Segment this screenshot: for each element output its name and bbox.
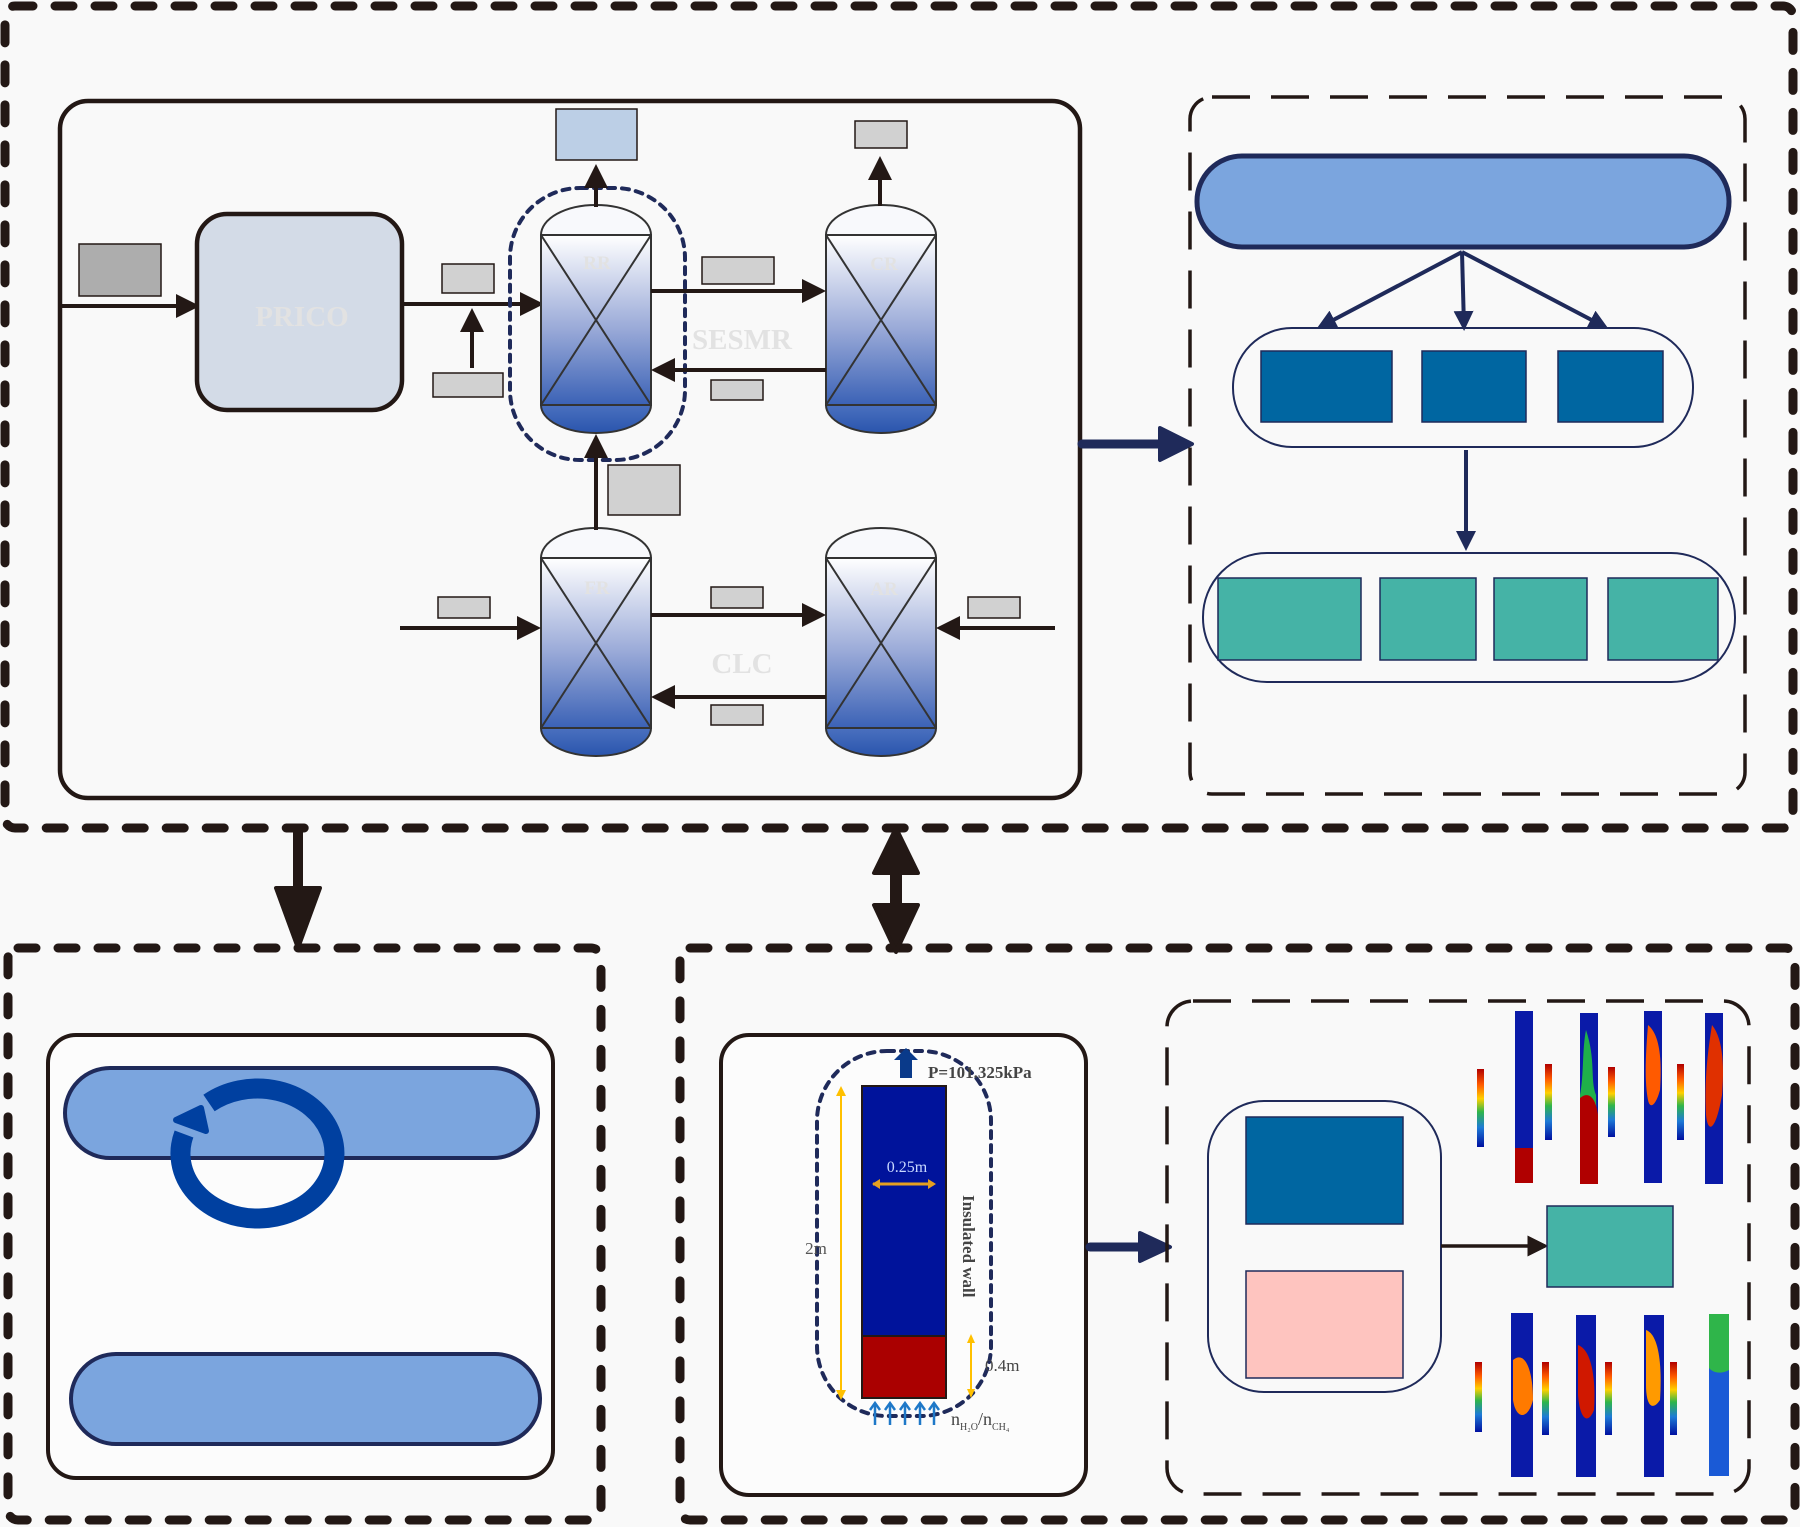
reactor-cr[interactable]: CR xyxy=(824,204,938,434)
contour-snapshot xyxy=(1515,1011,1533,1183)
bottom-left-section-frame xyxy=(3,943,606,1525)
reactor-rr[interactable]: RR xyxy=(539,204,653,434)
model-box-top[interactable] xyxy=(1245,1116,1404,1225)
stream-label-box xyxy=(854,120,908,149)
inlet-flow-arrows xyxy=(868,1400,941,1425)
metric-box[interactable] xyxy=(1379,577,1477,661)
contour-plume xyxy=(1705,1025,1723,1127)
indicator-group xyxy=(1232,327,1694,448)
model-box-bottom[interactable] xyxy=(1245,1270,1404,1379)
output-box[interactable] xyxy=(1546,1205,1674,1288)
contour-plume xyxy=(1580,1095,1598,1184)
product-label-box xyxy=(555,108,638,161)
cfd-bed-region xyxy=(861,1335,947,1399)
colorbar xyxy=(1542,1362,1549,1435)
bed-height-label: 0.4m xyxy=(985,1356,1019,1375)
stream-label-box xyxy=(710,379,764,401)
contour-plume xyxy=(1646,1330,1661,1406)
metric-box[interactable] xyxy=(1217,577,1362,661)
sesmr-label: SESMR xyxy=(692,324,793,356)
process-to-analysis-arrowhead xyxy=(1158,426,1194,462)
contour-plume xyxy=(1578,1345,1595,1419)
stream-label-box xyxy=(607,464,681,516)
contour-row-top xyxy=(1477,1011,1723,1184)
refresh-cycle-icon xyxy=(170,1078,345,1229)
insulated-wall-label: Insulated wall xyxy=(959,1195,978,1298)
cfd-domain xyxy=(861,1085,947,1337)
stream-label-box xyxy=(437,596,491,619)
reactor-ar[interactable]: AR xyxy=(824,527,938,757)
metric-box[interactable] xyxy=(1607,577,1719,661)
prico-unit[interactable] xyxy=(194,211,405,413)
colorbar xyxy=(1605,1362,1612,1435)
stream-label-box xyxy=(441,263,495,294)
down-arrow-to-left-section xyxy=(274,828,322,950)
stream-label-box xyxy=(967,596,1021,619)
outlet-arrow-icon xyxy=(894,1048,918,1078)
iteration-pill-bottom xyxy=(69,1352,542,1446)
colorbar xyxy=(1545,1064,1552,1140)
contour-plume xyxy=(1709,1314,1729,1373)
indicator-box[interactable] xyxy=(1421,350,1527,423)
stream-label-box xyxy=(432,372,504,398)
stream-label-box xyxy=(710,704,764,726)
tree-arrow-left xyxy=(1316,250,1463,329)
cfd-results-frame xyxy=(1165,999,1751,1496)
inlet-ratio-label: nH₂O/nCH₄ xyxy=(951,1409,1010,1433)
stream-label-box xyxy=(710,586,764,609)
bidirectional-arrow xyxy=(872,826,920,954)
colorbar xyxy=(1670,1362,1677,1435)
reactor-fr-label: FR xyxy=(584,578,610,599)
analysis-header-pill xyxy=(1194,153,1732,250)
height-label: 2m xyxy=(805,1239,827,1258)
prico-label: PRICO xyxy=(255,301,348,333)
feed-label-box xyxy=(78,243,162,297)
reactor-ar-label: AR xyxy=(870,579,898,600)
clc-label: CLC xyxy=(711,648,772,680)
tree-arrow-right xyxy=(1461,250,1609,329)
width-dimension xyxy=(872,1179,936,1189)
contour-snapshot-bed xyxy=(1515,1148,1533,1183)
iteration-pill-top xyxy=(63,1066,540,1160)
contour-plume xyxy=(1645,1025,1661,1106)
colorbar xyxy=(1477,1069,1484,1147)
metric-group xyxy=(1202,552,1736,683)
reactor-fr[interactable]: FR xyxy=(539,527,653,757)
colorbar xyxy=(1608,1067,1615,1137)
height-dimension xyxy=(836,1086,846,1400)
indicator-box[interactable] xyxy=(1260,350,1393,423)
bed-height-dimension xyxy=(967,1334,975,1398)
indicator-box[interactable] xyxy=(1557,350,1664,423)
colorbar xyxy=(1677,1064,1684,1140)
reactor-rr-label: RR xyxy=(583,253,611,274)
stream-label-box xyxy=(701,256,775,285)
reactor-cr-label: CR xyxy=(870,254,898,275)
colorbar xyxy=(1475,1362,1482,1432)
top-section-frame xyxy=(0,1,1798,833)
tree-arrow-middle xyxy=(1453,251,1474,331)
pressure-label: P=101.325kPa xyxy=(928,1063,1032,1082)
width-label: 0.25m xyxy=(887,1159,928,1176)
geometry-to-results-arrowhead xyxy=(1138,1231,1172,1263)
contour-plume xyxy=(1513,1357,1533,1415)
metric-box[interactable] xyxy=(1493,577,1588,661)
analysis-frame xyxy=(1188,95,1747,796)
contour-row-bottom xyxy=(1475,1313,1729,1477)
